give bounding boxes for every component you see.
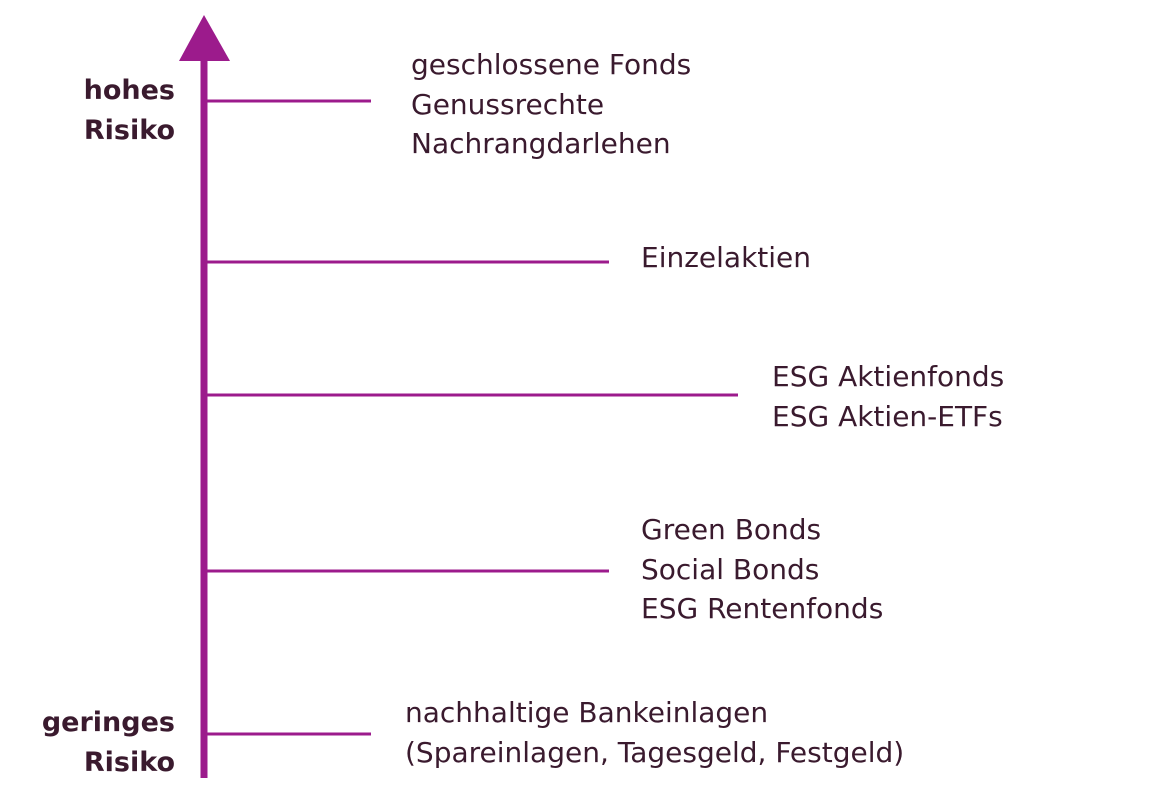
level-item: ESG Rentenfonds <box>641 592 884 625</box>
level-4-items: Green Bonds Social Bonds ESG Rentenfonds <box>641 510 883 629</box>
high-risk-label: hohes Risiko <box>84 71 175 151</box>
level-item: nachhaltige Bankeinlagen <box>405 696 769 729</box>
high-risk-label-line: hohes <box>83 75 175 106</box>
high-risk-label-line: Risiko <box>83 115 175 146</box>
low-risk-label: geringes Risiko <box>42 703 175 783</box>
level-item: Green Bonds <box>641 513 822 546</box>
level-5-items: nachhaltige Bankeinlagen (Spareinlagen, … <box>405 693 904 772</box>
level-item: Genussrechte <box>411 87 605 121</box>
level-3-items: ESG Aktienfonds ESG Aktien-ETFs <box>772 357 1004 436</box>
level-item: Nachrangdarlehen <box>411 127 671 160</box>
risk-axis-arrowhead <box>179 15 230 61</box>
low-risk-label-line: geringes <box>41 707 175 738</box>
level-1-items: geschlossene Fonds Genussrechte Nachrang… <box>411 45 691 164</box>
low-risk-label-line: Risiko <box>83 747 175 778</box>
level-item: Social Bonds <box>641 552 820 586</box>
level-item: Einzelaktien <box>641 241 812 274</box>
level-2-items: Einzelaktien <box>641 238 811 278</box>
level-item: ESG Aktien-ETFs <box>772 399 1003 433</box>
level-item: geschlossene Fonds <box>411 48 692 81</box>
level-item: (Spareinlagen, Tagesgeld, Festgeld) <box>405 735 905 769</box>
level-item: ESG Aktienfonds <box>772 360 1005 393</box>
